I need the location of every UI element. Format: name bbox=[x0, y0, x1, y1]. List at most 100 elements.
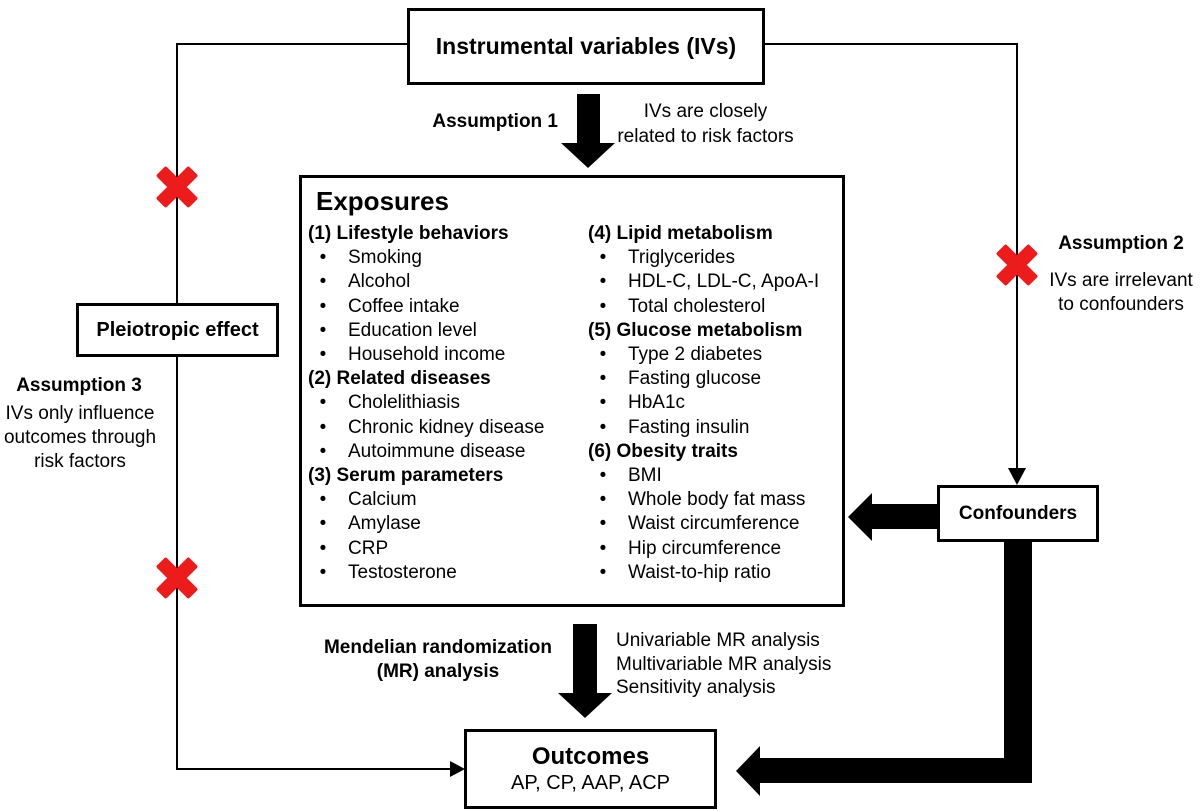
exposure-text: Cholelithiasis bbox=[348, 392, 460, 414]
exposure-text: Chronic kidney disease bbox=[348, 416, 545, 438]
text-line: related to risk factors bbox=[617, 126, 794, 147]
assumption1-label: Assumption 1 bbox=[432, 111, 558, 132]
exposure-text: Household income bbox=[348, 344, 506, 366]
exposure-category-heading: (2) Related diseases bbox=[304, 367, 578, 391]
arrowhead-left-icon bbox=[848, 493, 872, 541]
exposure-item: •Total cholesterol bbox=[584, 295, 846, 319]
exposure-text: (4) Lipid metabolism bbox=[588, 223, 773, 245]
bullet-icon: • bbox=[319, 440, 327, 462]
exposure-item: • Amylase bbox=[304, 512, 578, 536]
bullet-icon: • bbox=[319, 247, 327, 269]
exposure-item: •Smoking bbox=[304, 246, 578, 270]
exposure-text: Alcohol bbox=[348, 271, 411, 293]
bullet-icon: • bbox=[599, 561, 607, 583]
exposure-text: Hip circumference bbox=[628, 537, 782, 559]
exposure-item: • Household income bbox=[304, 343, 578, 367]
exposure-text: Total cholesterol bbox=[628, 295, 766, 317]
exposure-item: •Whole body fat mass bbox=[584, 488, 846, 512]
exposure-item: •Fasting insulin bbox=[584, 416, 846, 440]
bullet-icon: • bbox=[319, 561, 327, 583]
exposure-text: Amylase bbox=[348, 513, 421, 535]
text-line: outcomes through bbox=[3, 427, 157, 448]
text-line: to confounders bbox=[1058, 294, 1184, 315]
arrow-confounders-to-exposures bbox=[872, 504, 938, 529]
exposure-text: (2) Related diseases bbox=[308, 368, 491, 390]
bullet-icon: • bbox=[599, 368, 607, 390]
exposure-item: •Coffee intake bbox=[304, 295, 578, 319]
exposures-title: Exposures bbox=[316, 186, 449, 216]
exposure-item: • Waist circumference bbox=[584, 512, 846, 536]
exposure-text: Type 2 diabetes bbox=[628, 344, 763, 366]
exposure-text: HDL-C, LDL-C, ApoA-I bbox=[628, 271, 820, 293]
text-line: IVs are irrelevant bbox=[1049, 270, 1193, 291]
exposure-item: •Calcium bbox=[304, 488, 578, 512]
exposure-text: HbA1c bbox=[628, 392, 686, 414]
text-line: IVs only influence bbox=[5, 403, 155, 424]
assumption3-label: Assumption 3 bbox=[16, 375, 142, 396]
pleiotropic-effect-box: Pleiotropic effect bbox=[76, 303, 279, 357]
outcomes-title: Outcomes bbox=[531, 743, 650, 770]
exposure-text: Waist circumference bbox=[628, 513, 800, 535]
bullet-icon: • bbox=[319, 392, 327, 414]
exposure-text: (3) Serum parameters bbox=[308, 464, 504, 486]
text-line: Mendelian randomization bbox=[323, 637, 553, 658]
exposures-column-2: (4) Lipid metabolism•Triglycerides•HDL-C… bbox=[584, 222, 846, 585]
arrow-exposures-to-outcomes bbox=[573, 624, 597, 693]
exposure-item: • Cholelithiasis bbox=[304, 391, 578, 415]
pleiotropic-effect-label: Pleiotropic effect bbox=[96, 318, 259, 341]
assumption2-description: IVs are irrelevant to confounders bbox=[1037, 269, 1200, 317]
bullet-icon: • bbox=[319, 271, 327, 293]
blocked-cross-icon bbox=[997, 245, 1037, 285]
exposure-text: Whole body fat mass bbox=[628, 489, 806, 511]
exposure-item: • Chronic kidney disease bbox=[304, 416, 578, 440]
exposure-text: BMI bbox=[628, 464, 662, 486]
exposure-text: Coffee intake bbox=[348, 295, 460, 317]
bullet-icon: • bbox=[599, 392, 607, 414]
assumption1-description: IVs are closely related to risk factors bbox=[603, 99, 808, 149]
exposure-category-heading: (6) Obesity traits bbox=[584, 440, 846, 464]
mr-analysis-label: Mendelian randomization(MR) analysis bbox=[310, 636, 566, 684]
bullet-icon: • bbox=[319, 537, 327, 559]
exposure-category-heading: (4) Lipid metabolism bbox=[584, 222, 846, 246]
bullet-icon: • bbox=[599, 464, 607, 486]
exposure-text: Education level bbox=[348, 319, 477, 341]
bullet-icon: • bbox=[319, 489, 327, 511]
exposure-text: Fasting insulin bbox=[628, 416, 750, 438]
line-left-vertical bbox=[176, 43, 178, 770]
confounders-label: Confounders bbox=[958, 502, 1078, 524]
exposure-item: • BMI bbox=[584, 464, 846, 488]
arrow-ivs-to-exposures bbox=[577, 94, 600, 143]
arrowhead-down-icon bbox=[1008, 468, 1026, 485]
bullet-icon: • bbox=[319, 416, 327, 438]
exposures-column-1: (1) Lifestyle behaviors•Smoking•Alcohol•… bbox=[304, 222, 578, 585]
exposure-item: • Alcohol bbox=[304, 270, 578, 294]
arrowhead-left-icon bbox=[736, 746, 760, 796]
confounders-box: Confounders bbox=[937, 485, 1099, 542]
bullet-icon: • bbox=[599, 513, 607, 535]
exposure-item: •Waist-to-hip ratio bbox=[584, 561, 846, 585]
line-ivs-to-right bbox=[765, 43, 1018, 45]
bullet-icon: • bbox=[599, 537, 607, 559]
exposure-text: Autoimmune disease bbox=[348, 440, 526, 462]
arrowhead-down-icon bbox=[558, 693, 612, 718]
bullet-icon: • bbox=[319, 319, 327, 341]
bullet-icon: • bbox=[599, 247, 607, 269]
instrumental-variables-box: Instrumental variables (IVs) bbox=[407, 8, 765, 85]
bullet-icon: • bbox=[599, 344, 607, 366]
line-ivs-to-left bbox=[176, 43, 407, 45]
bullet-icon: • bbox=[319, 344, 327, 366]
exposures-box: Exposures (1) Lifestyle behaviors•Smokin… bbox=[299, 175, 845, 607]
text-line: Multivariable MR analysis bbox=[616, 653, 832, 675]
bullet-icon: • bbox=[319, 513, 327, 535]
exposure-category-heading: (5) Glucose metabolism bbox=[584, 319, 846, 343]
text-line: IVs are closely bbox=[643, 101, 768, 122]
exposure-item: • HDL-C, LDL-C, ApoA-I bbox=[584, 270, 846, 294]
exposure-category-heading: (1) Lifestyle behaviors bbox=[304, 222, 578, 246]
assumption2-label: Assumption 2 bbox=[1058, 233, 1184, 254]
exposure-item: •CRP bbox=[304, 536, 578, 560]
exposure-text: (1) Lifestyle behaviors bbox=[308, 223, 509, 245]
exposure-text: Testosterone bbox=[348, 561, 457, 583]
bullet-icon: • bbox=[599, 271, 607, 293]
